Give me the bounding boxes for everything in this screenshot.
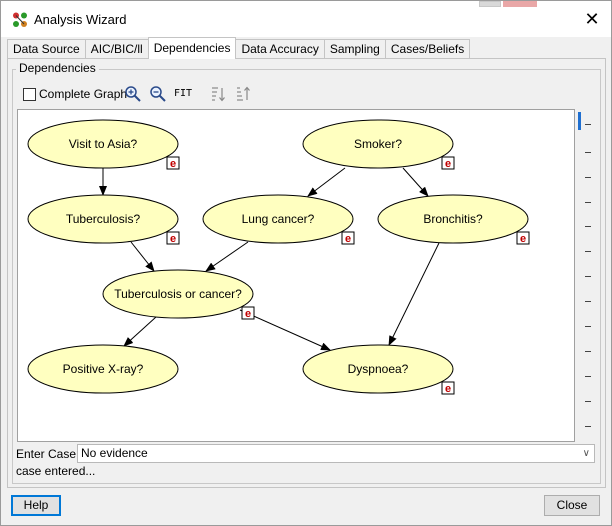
node-ellipse[interactable] [27, 194, 179, 244]
node-ellipse[interactable] [302, 344, 454, 394]
evidence-badge[interactable] [166, 231, 180, 245]
node-ellipse[interactable] [377, 194, 529, 244]
ruler-tick [585, 124, 591, 125]
node-label: Lung cancer? [242, 212, 315, 226]
ruler-tick [585, 426, 591, 427]
ruler-tick [585, 226, 591, 227]
evidence-badge[interactable] [441, 381, 455, 395]
edge-lung-to-tborca [205, 241, 249, 272]
dependencies-group-label: Dependencies [16, 61, 99, 75]
ruler-tick [585, 351, 591, 352]
tab-sampling[interactable]: Sampling [323, 39, 386, 59]
node-ellipse[interactable] [202, 194, 354, 244]
node-label: Tuberculosis? [66, 212, 141, 226]
evidence-badge-label: e [445, 383, 451, 395]
node-dysp[interactable]: Dyspnoea? e [302, 344, 455, 395]
edge-smoker-to-bronc [402, 167, 429, 197]
chevron-down-icon: ∨ [582, 448, 590, 459]
evidence-badge[interactable] [341, 231, 355, 245]
tab-data-accuracy[interactable]: Data Accuracy [235, 39, 325, 59]
node-asia[interactable]: Visit to Asia? e [27, 119, 180, 170]
background-window-fragment-red [503, 1, 537, 7]
evidence-badge-label: e [445, 158, 451, 170]
graph-vertical-ruler[interactable] [578, 109, 600, 442]
complete-graph-checkbox[interactable] [23, 88, 36, 101]
node-bronc[interactable]: Bronchitis? e [377, 194, 530, 245]
evidence-badge-label: e [345, 233, 351, 245]
complete-graph-label[interactable]: Complete Graph [39, 87, 128, 101]
dependency-graph-svg: Visit to Asia?eSmoker?eTuberculosis?eLun… [27, 119, 530, 395]
node-tb[interactable]: Tuberculosis? e [27, 194, 180, 245]
node-smoker[interactable]: Smoker? e [302, 119, 455, 170]
sort-ascending-icon[interactable] [234, 85, 252, 103]
evidence-badge-label: e [170, 233, 176, 245]
node-label: Tuberculosis or cancer? [114, 287, 242, 301]
evidence-badge[interactable] [441, 156, 455, 170]
node-tborca[interactable]: Tuberculosis or cancer?e [102, 269, 255, 320]
ruler-tick [585, 177, 591, 178]
node-ellipse[interactable] [27, 344, 179, 394]
ruler-tick [585, 301, 591, 302]
app-network-icon [13, 12, 27, 27]
ruler-tick [585, 401, 591, 402]
node-label: Visit to Asia? [69, 137, 138, 151]
tab-data-source[interactable]: Data Source [7, 39, 86, 59]
window-title: Analysis Wizard [34, 12, 127, 27]
node-label: Bronchitis? [423, 212, 483, 226]
edge-tborca-to-xray [123, 316, 157, 347]
ruler-tick [585, 326, 591, 327]
ruler-tick [585, 276, 591, 277]
fit-button[interactable]: FIT [174, 88, 193, 99]
tab-aic-bic-ll[interactable]: AIC/BIC/ll [84, 39, 149, 59]
enter-case-value: No evidence [81, 446, 148, 460]
node-label: Smoker? [354, 137, 402, 151]
node-xray[interactable]: Positive X-ray? [27, 344, 179, 394]
tab-dependencies[interactable]: Dependencies [147, 37, 237, 59]
zoom-in-icon[interactable] [124, 85, 142, 103]
ruler-tick [585, 376, 591, 377]
ruler-tick [585, 251, 591, 252]
node-label: Dyspnoea? [348, 362, 409, 376]
ruler-position-marker[interactable] [578, 112, 581, 130]
evidence-badge-label: e [520, 233, 526, 245]
node-ellipse[interactable] [27, 119, 179, 169]
edge-smoker-to-lung [307, 167, 346, 197]
evidence-badge[interactable] [516, 231, 530, 245]
status-text: case entered... [16, 464, 96, 478]
title-bar: Analysis Wizard ✕ [1, 1, 611, 37]
ruler-tick [585, 202, 591, 203]
evidence-badge-label: e [245, 308, 251, 320]
window-close-button[interactable]: ✕ [584, 9, 600, 29]
enter-case-label: Enter Case: [16, 447, 80, 461]
background-window-fragment [479, 1, 501, 7]
edge-bronc-to-dysp [388, 242, 440, 346]
edge-tborca-to-dysp [239, 309, 331, 351]
evidence-badge[interactable] [166, 156, 180, 170]
node-label: Positive X-ray? [63, 362, 144, 376]
dependencies-group [12, 69, 601, 484]
tab-cases-beliefs[interactable]: Cases/Beliefs [384, 39, 471, 59]
node-ellipse[interactable] [102, 269, 254, 319]
close-button[interactable]: Close [544, 495, 600, 516]
enter-case-dropdown[interactable]: No evidence ∨ [77, 444, 595, 463]
evidence-badge[interactable] [241, 306, 255, 320]
help-button[interactable]: Help [11, 495, 61, 516]
edge-tb-to-tborca [130, 241, 155, 272]
sort-descending-icon[interactable] [209, 85, 227, 103]
evidence-badge-label: e [170, 158, 176, 170]
ruler-tick [585, 152, 591, 153]
node-ellipse[interactable] [302, 119, 454, 169]
zoom-out-icon[interactable] [149, 85, 167, 103]
node-lung[interactable]: Lung cancer? e [202, 194, 355, 245]
